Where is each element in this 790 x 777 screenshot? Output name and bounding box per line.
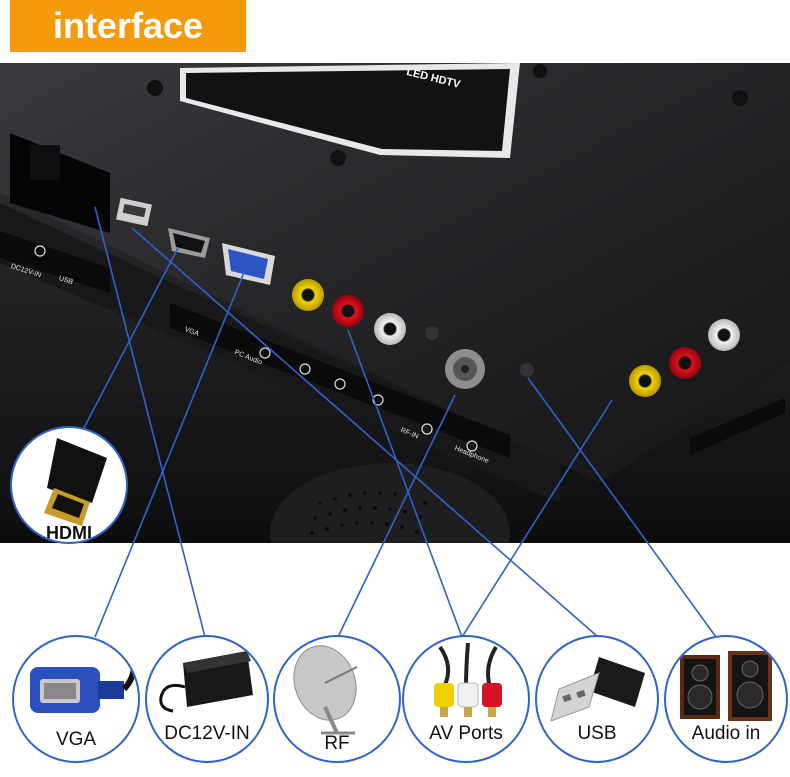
speakers-icon (680, 651, 772, 721)
interface-badge: interface (10, 0, 246, 52)
rca-cable-icon (434, 642, 502, 717)
hdmi-circle: HDMI (10, 426, 128, 544)
usb-circle: USB (535, 635, 659, 763)
vga-label: VGA (55, 729, 97, 750)
audio-label: Audio in (691, 723, 761, 744)
usb-plug-icon (550, 657, 645, 722)
vga-cable-icon (30, 656, 138, 713)
audio-circle: Audio in (664, 635, 788, 763)
dc-circle: DC12V-IN (145, 635, 269, 763)
hdmi-label: HDMI (46, 523, 92, 543)
rf-circle: RF (273, 635, 401, 763)
dc-label: DC12V-IN (164, 723, 250, 744)
power-adapter-icon (159, 651, 253, 713)
satellite-dish-icon (293, 645, 358, 735)
rf-label: RF (324, 733, 350, 754)
usb-label: USB (577, 723, 617, 744)
av-circle: AV Ports (402, 635, 530, 763)
hdmi-plug-icon (44, 438, 107, 526)
vga-circle: VGA (12, 635, 140, 763)
av-label: AV Ports (429, 723, 503, 744)
